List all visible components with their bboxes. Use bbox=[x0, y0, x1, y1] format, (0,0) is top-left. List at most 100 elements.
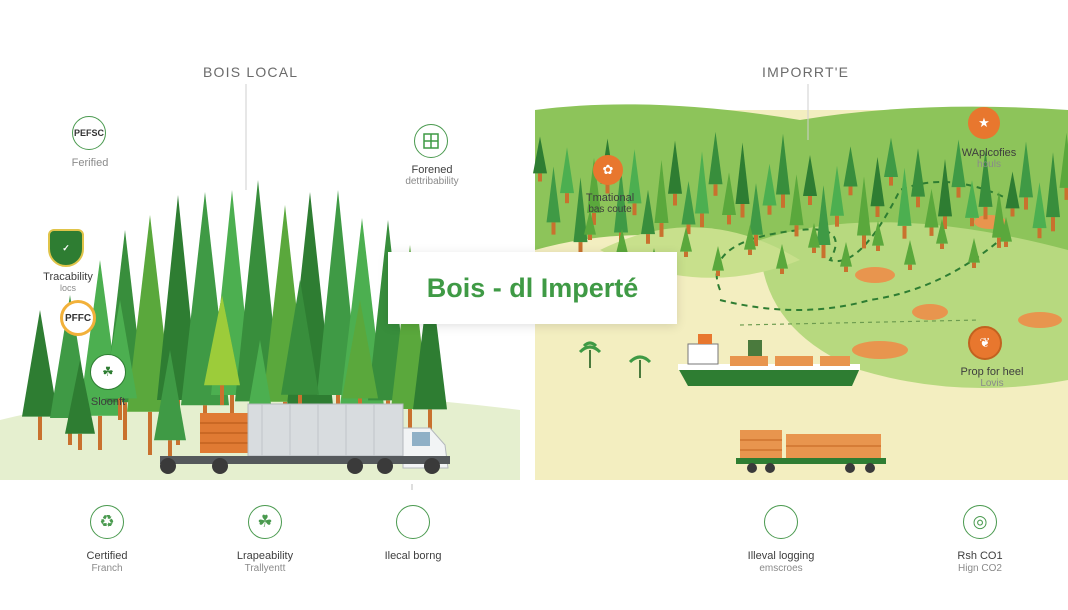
pine-tree bbox=[641, 189, 655, 244]
pine-tree bbox=[1000, 217, 1012, 247]
circle-icon bbox=[396, 505, 430, 539]
pefc-icon-text: PEFSC bbox=[73, 128, 104, 138]
recycle-icon: ♻ bbox=[90, 505, 124, 539]
orange-mound bbox=[852, 341, 908, 359]
leaf-icon: ☘ bbox=[248, 505, 282, 539]
pine-tree bbox=[1059, 132, 1068, 200]
stamp-label: Sloonft bbox=[90, 396, 126, 408]
pine-tree bbox=[904, 240, 916, 270]
pine-tree bbox=[65, 360, 95, 450]
pine-tree bbox=[1019, 141, 1033, 210]
pine-tree bbox=[911, 148, 925, 208]
bottom-item-subtitle: emscroes bbox=[759, 563, 803, 574]
pine-tree bbox=[978, 150, 993, 220]
pine-tree bbox=[1005, 171, 1020, 217]
pine-tree bbox=[968, 238, 980, 268]
route-line bbox=[719, 239, 1001, 311]
palm-trees bbox=[578, 341, 652, 378]
bottom-item-title: Rsh CO1 bbox=[957, 550, 1003, 562]
bottom-item-title: Certified bbox=[86, 550, 128, 562]
pine-tree bbox=[722, 172, 736, 225]
pine-tree bbox=[857, 176, 871, 249]
center-title: Bois - dl Imperté bbox=[426, 272, 639, 303]
pine-tree bbox=[560, 147, 574, 204]
pine-tree bbox=[938, 159, 952, 229]
pine-tree bbox=[708, 131, 723, 196]
prop-label-2: Lovis bbox=[980, 378, 1004, 389]
illustration-scene bbox=[0, 84, 1068, 490]
pine-tree bbox=[668, 140, 682, 206]
local-wood-header: BOIS LOCAL bbox=[203, 64, 299, 80]
cargo-ship bbox=[678, 334, 860, 386]
pine-tree bbox=[546, 166, 561, 235]
pine-tree bbox=[789, 174, 804, 237]
pine-tree bbox=[573, 177, 588, 257]
pine-tree bbox=[22, 310, 58, 440]
log-trailer bbox=[736, 430, 886, 473]
bottom-item-title: Lrapeability bbox=[236, 550, 294, 562]
pine-tree bbox=[749, 183, 763, 247]
pefc-cert-icon: PEFSC bbox=[72, 116, 106, 150]
orange-mound bbox=[912, 304, 948, 320]
import-label-1: Tmational bbox=[585, 192, 635, 204]
pine-tree bbox=[808, 223, 820, 253]
pine-tree bbox=[762, 163, 777, 215]
pine-tree bbox=[965, 180, 979, 227]
pine-tree bbox=[951, 139, 966, 198]
pine-tree bbox=[803, 155, 817, 205]
pine-tree bbox=[744, 225, 756, 255]
orange-mound bbox=[1018, 312, 1062, 328]
bottom-item-subtitle: Trallyentt bbox=[244, 563, 286, 574]
pine-tree bbox=[627, 149, 642, 216]
pine-tree bbox=[840, 242, 852, 272]
pine-tree bbox=[680, 227, 692, 257]
pine-tree bbox=[776, 244, 788, 274]
circle-icon bbox=[764, 505, 798, 539]
log-truck bbox=[160, 403, 450, 474]
stamp-icon: ☘ bbox=[90, 354, 126, 390]
pine-tree bbox=[830, 165, 844, 227]
imported-wood-header: IMPORRT'E bbox=[762, 64, 850, 80]
certified-label: Ferified bbox=[71, 157, 109, 169]
pine-tree bbox=[843, 146, 858, 196]
right-tree-group bbox=[533, 131, 1068, 278]
pine-tree bbox=[204, 295, 240, 405]
traceability-label-1: Tracability bbox=[43, 271, 93, 283]
pefc-badge-text: PFFC bbox=[64, 312, 92, 324]
pine-tree bbox=[413, 270, 447, 440]
pine-tree bbox=[872, 221, 884, 251]
pine-tree bbox=[1032, 182, 1047, 239]
pine-tree bbox=[924, 188, 939, 236]
pine-tree bbox=[884, 137, 898, 186]
pine-tree bbox=[816, 185, 831, 259]
import-flame-icon: ✿ bbox=[593, 155, 623, 185]
globe-icon: ◎ bbox=[963, 505, 997, 539]
pine-tree bbox=[533, 136, 547, 182]
forest-label-1: Forened bbox=[411, 164, 453, 176]
pine-tree bbox=[695, 151, 709, 228]
orange-mound bbox=[855, 267, 895, 283]
bottom-item-title: Ilecal borng bbox=[384, 550, 442, 562]
route-line bbox=[715, 181, 1011, 291]
pine-tree bbox=[936, 219, 948, 249]
pine-tree bbox=[1046, 152, 1060, 232]
pine-tree bbox=[654, 159, 669, 237]
prop-label-1: Prop for heel bbox=[960, 366, 1024, 378]
route-line bbox=[739, 319, 981, 326]
prop-icon: ❦ bbox=[968, 326, 1002, 360]
traceability-label-2: locs bbox=[59, 283, 76, 293]
sign-label-1: WAplcofies bbox=[961, 147, 1017, 159]
bottom-item-title: Illeval logging bbox=[747, 550, 815, 562]
pine-tree bbox=[870, 157, 885, 217]
bottom-item-subtitle: Franch bbox=[91, 563, 123, 574]
forest-label-2: dettribability bbox=[405, 176, 459, 187]
pine-tree bbox=[992, 190, 1006, 248]
pine-tree bbox=[587, 157, 601, 225]
import-sign-icon: ★ bbox=[968, 107, 1000, 139]
sign-label-2: houls bbox=[977, 159, 1001, 170]
pine-tree bbox=[897, 167, 912, 239]
pine-tree bbox=[154, 350, 186, 460]
pine-tree bbox=[712, 246, 724, 276]
bottom-item-subtitle: Hign CO2 bbox=[958, 563, 1002, 574]
import-label-2: bas coute bbox=[588, 204, 632, 215]
